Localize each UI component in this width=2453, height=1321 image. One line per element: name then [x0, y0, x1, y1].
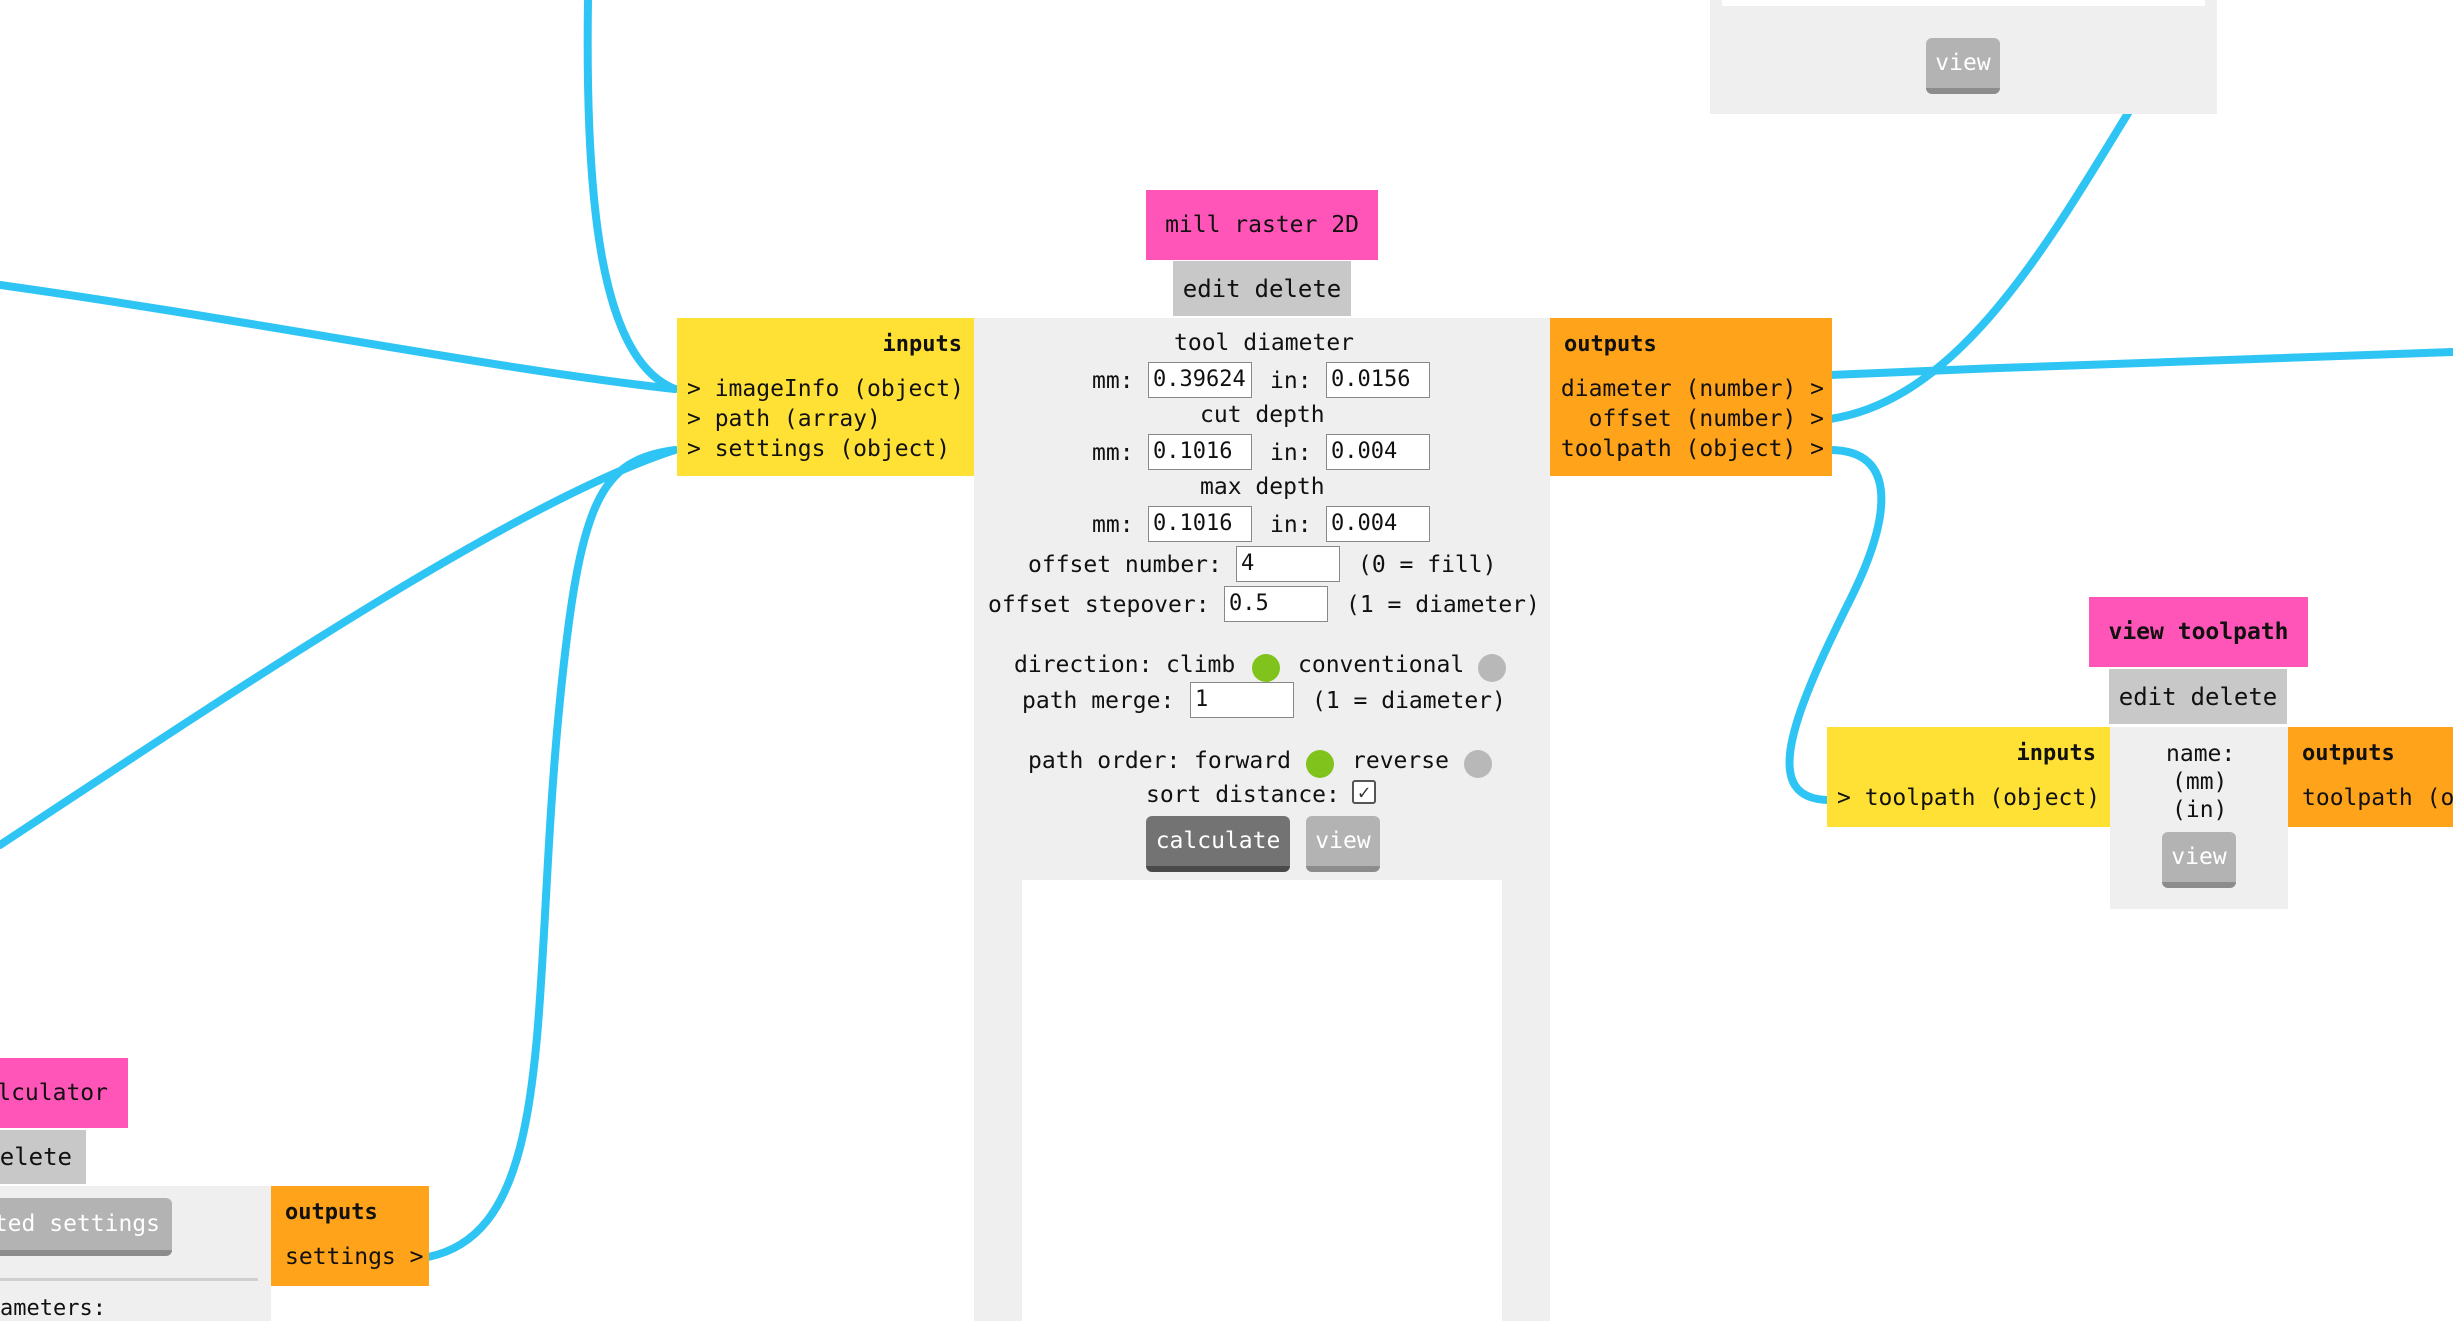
calculator-output-port-settings[interactable]: settings >	[285, 1244, 424, 1270]
top-right-module-panel: view	[1710, 0, 2217, 114]
direction-label: direction:	[1014, 652, 1153, 678]
mill-raster-outputs-header: outputs	[1564, 332, 1657, 357]
offset-stepover-hint: (1 = diameter)	[1346, 592, 1540, 618]
cut-depth-mm-label: mm:	[1092, 440, 1134, 466]
view-toolpath-title[interactable]: view toolpath	[2089, 597, 2308, 667]
view-toolpath-outputs: outputs toolpath (o	[2288, 727, 2453, 827]
view-toolpath-name-label: name:	[2166, 741, 2236, 767]
offset-stepover-input[interactable]: 0.5	[1224, 586, 1328, 622]
input-port-path[interactable]: > path (array)	[687, 406, 881, 432]
wire-left-to-settings	[0, 446, 679, 849]
tool-diameter-in-input[interactable]: 0.0156	[1326, 362, 1430, 398]
view-toolpath-edit-bar: edit delete	[2109, 669, 2287, 724]
view-toolpath-body: name: (mm) (in) view	[2110, 727, 2288, 909]
direction-conventional-label: conventional	[1298, 652, 1465, 678]
path-order-reverse-radio[interactable]	[1464, 750, 1492, 778]
max-depth-in-label: in:	[1270, 512, 1312, 538]
offset-number-hint: (0 = fill)	[1358, 552, 1497, 578]
mill-raster-delete-button[interactable]: delete	[1254, 274, 1342, 303]
max-depth-label: max depth	[1200, 474, 1325, 500]
calculator-title[interactable]: lculator	[0, 1058, 128, 1128]
sort-distance-label: sort distance:	[1146, 782, 1340, 808]
input-port-settings[interactable]: > settings (object)	[687, 436, 951, 462]
toolpath-preview-area	[1022, 880, 1502, 1321]
view-toolpath-view-button[interactable]: view	[2162, 832, 2236, 888]
mill-raster-edit-button[interactable]: edit	[1182, 274, 1241, 303]
direction-conventional-radio[interactable]	[1478, 654, 1506, 682]
output-port-offset[interactable]: offset (number) >	[1588, 406, 1824, 432]
view-toolpath-inputs-header: inputs	[2016, 741, 2096, 766]
calculator-divider	[0, 1278, 258, 1281]
calculator-edit-bar: elete	[0, 1130, 86, 1184]
view-output-port-toolpath[interactable]: toolpath (o	[2302, 785, 2453, 811]
calculator-parameters-label: ameters:	[0, 1296, 106, 1321]
output-port-diameter[interactable]: diameter (number) >	[1560, 376, 1824, 402]
cut-depth-mm-input[interactable]: 0.1016	[1148, 434, 1252, 470]
path-merge-hint: (1 = diameter)	[1312, 688, 1506, 714]
offset-stepover-label: offset stepover:	[988, 592, 1210, 618]
calculator-outputs: outputs settings >	[271, 1186, 429, 1286]
view-toolpath-delete-button[interactable]: delete	[2190, 682, 2278, 711]
calculator-settings-button[interactable]: ted settings	[0, 1198, 172, 1256]
wire-top-to-imageinfo	[583, 0, 679, 393]
path-order-forward-radio[interactable]	[1306, 750, 1334, 778]
top-right-view-button[interactable]: view	[1926, 38, 2000, 94]
cut-depth-label: cut depth	[1200, 402, 1325, 428]
tool-diameter-in-label: in:	[1270, 368, 1312, 394]
view-input-port-toolpath[interactable]: > toolpath (object)	[1837, 785, 2101, 811]
wire-diameter-out	[1826, 348, 2453, 379]
mill-raster-body: tool diameter mm: 0.39624 in: 0.0156 cut…	[974, 318, 1550, 1321]
path-order-label: path order:	[1028, 748, 1181, 774]
input-port-imageinfo[interactable]: > imageInfo (object)	[687, 376, 964, 402]
mill-raster-view-button[interactable]: view	[1306, 816, 1380, 872]
tool-diameter-mm-label: mm:	[1092, 368, 1134, 394]
output-port-toolpath[interactable]: toolpath (object) >	[1560, 436, 1824, 462]
cut-depth-in-input[interactable]: 0.004	[1326, 434, 1430, 470]
sort-distance-checkbox[interactable]: ✓	[1352, 780, 1376, 804]
direction-climb-radio[interactable]	[1252, 654, 1280, 682]
wire-offset-out-to-top	[1826, 106, 2134, 423]
calculator-delete-button[interactable]: elete	[0, 1143, 72, 1171]
mill-raster-outputs: outputs diameter (number) > offset (numb…	[1550, 318, 1832, 476]
view-toolpath-mm-label: (mm)	[2172, 769, 2228, 795]
mill-raster-edit-bar: edit delete	[1173, 261, 1351, 316]
view-toolpath-edit-button[interactable]: edit	[2118, 682, 2177, 711]
mill-raster-title[interactable]: mill raster 2D	[1146, 190, 1378, 260]
top-right-module-inner-area	[1722, 0, 2205, 6]
tool-diameter-mm-input[interactable]: 0.39624	[1148, 362, 1252, 398]
max-depth-in-input[interactable]: 0.004	[1326, 506, 1430, 542]
wire-left-to-imageinfo	[0, 281, 679, 393]
path-order-forward-label: forward	[1194, 748, 1291, 774]
cut-depth-in-label: in:	[1270, 440, 1312, 466]
view-toolpath-inputs: inputs > toolpath (object)	[1827, 727, 2110, 827]
calculate-button[interactable]: calculate	[1146, 816, 1290, 872]
wire-calculator-to-settings	[424, 446, 679, 1261]
view-toolpath-in-label: (in)	[2172, 797, 2228, 823]
path-order-reverse-label: reverse	[1352, 748, 1449, 774]
calculator-title-text: lculator	[0, 1080, 108, 1106]
wire-toolpath-to-view	[1785, 446, 1886, 804]
path-merge-label: path merge:	[1022, 688, 1175, 714]
offset-number-input[interactable]: 4	[1236, 546, 1340, 582]
calculator-settings-button-text: ted settings	[0, 1211, 160, 1237]
calculator-outputs-header: outputs	[285, 1200, 378, 1225]
max-depth-mm-label: mm:	[1092, 512, 1134, 538]
tool-diameter-label: tool diameter	[1174, 330, 1355, 356]
max-depth-mm-input[interactable]: 0.1016	[1148, 506, 1252, 542]
view-toolpath-outputs-header: outputs	[2302, 741, 2395, 766]
mill-raster-inputs-header: inputs	[882, 332, 962, 357]
mill-raster-inputs: inputs > imageInfo (object) > path (arra…	[677, 318, 974, 476]
offset-number-label: offset number:	[1028, 552, 1222, 578]
calculator-body: ted settings ameters:	[0, 1186, 271, 1321]
direction-climb-label: climb	[1166, 652, 1236, 678]
path-merge-input[interactable]: 1	[1190, 682, 1294, 718]
